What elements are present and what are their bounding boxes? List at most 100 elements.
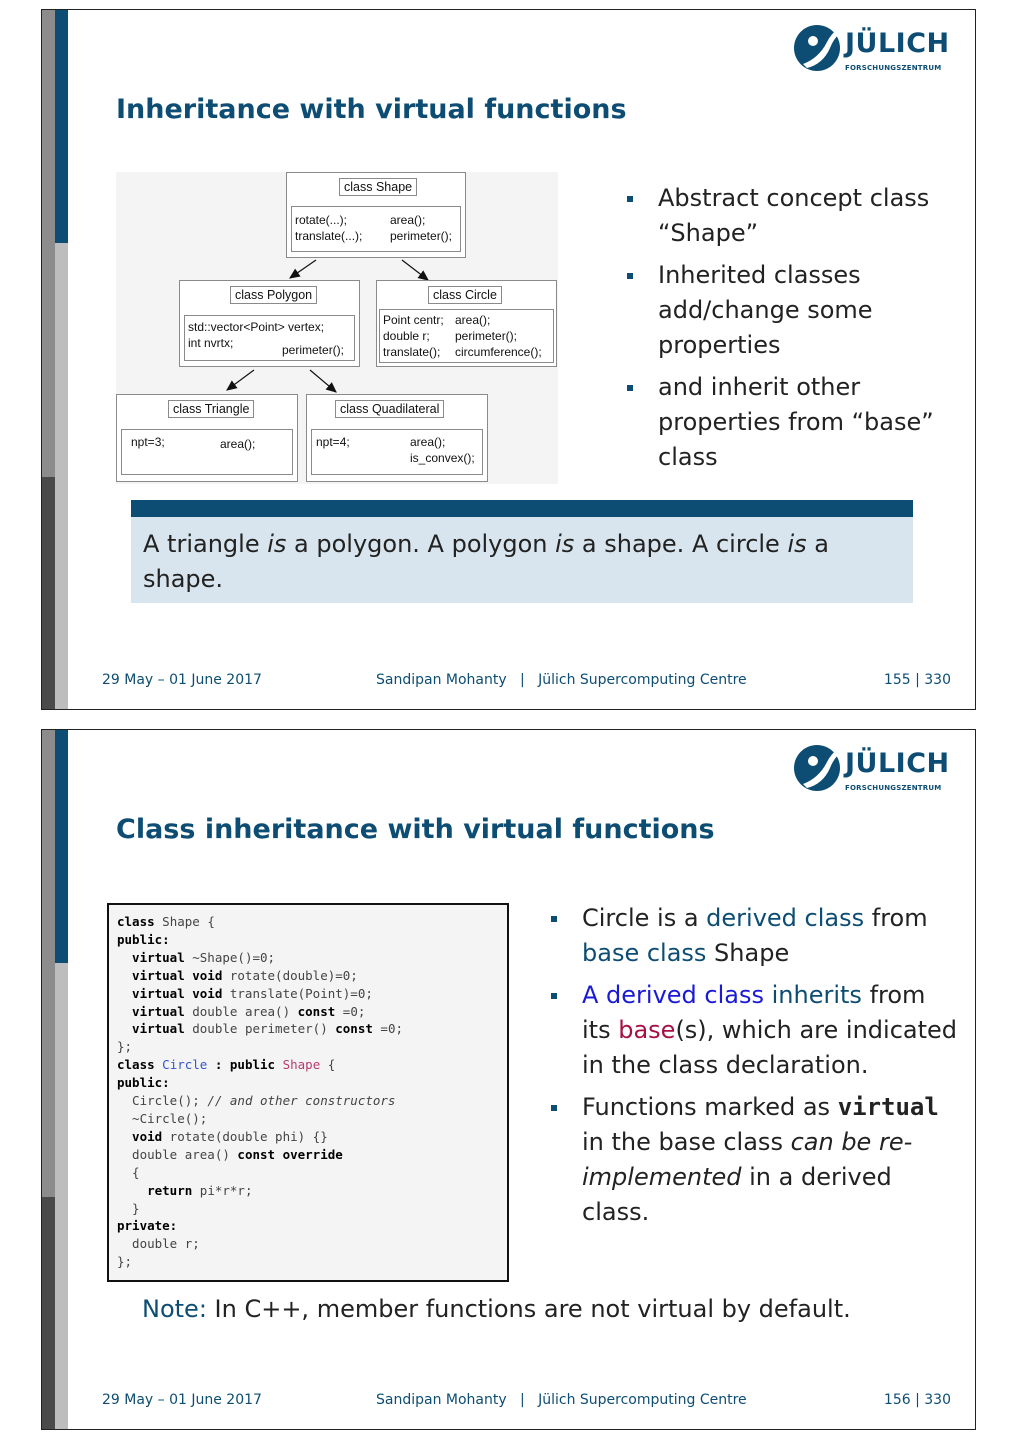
- shape-class-name: class Shape: [339, 178, 418, 196]
- circle-member: Point centr;: [383, 313, 444, 327]
- code-line: virtual void translate(Point)=0;: [117, 985, 373, 1001]
- code-line: return pi*r*r;: [117, 1182, 253, 1198]
- bullet-marker: [551, 993, 557, 999]
- logo-subtitle: FORSCHUNGSZENTRUM: [845, 784, 942, 792]
- footer-page-number: 155 | 330: [883, 672, 951, 688]
- code-line: class Shape {: [117, 914, 215, 929]
- quadrilateral-box: class Quadilateral npt=4; area(); is_con…: [306, 394, 488, 482]
- bullet-item: Abstract concept class “Shape”: [627, 181, 957, 251]
- polygon-member: perimeter();: [282, 343, 345, 357]
- arrow-polygon-quad: [309, 369, 337, 393]
- logo-wordmark: JÜLICH: [845, 28, 950, 59]
- code-line: };: [117, 1039, 133, 1055]
- julich-logo-icon: [794, 25, 840, 71]
- footer-date: 29 May – 01 June 2017: [102, 1392, 262, 1408]
- code-line: public:: [117, 931, 170, 947]
- slide-156: JÜLICH FORSCHUNGSZENTRUM Class inheritan…: [41, 729, 976, 1430]
- polygon-member: int nvrtx;: [188, 336, 234, 350]
- code-line: virtual double perimeter() const =0;: [117, 1021, 403, 1037]
- quadrilateral-member: npt=4;: [316, 435, 350, 449]
- code-line: virtual ~Shape()=0;: [117, 949, 276, 965]
- code-line: }: [117, 1200, 140, 1216]
- footer-date: 29 May – 01 June 2017: [102, 672, 262, 688]
- circle-class-name: class Circle: [428, 286, 502, 304]
- quadrilateral-member: area();: [410, 435, 446, 449]
- bullet-item: Functions marked as virtual in the base …: [551, 1090, 961, 1230]
- shape-member: perimeter();: [390, 229, 453, 243]
- slide-title: Inheritance with virtual functions: [116, 94, 627, 125]
- code-line: };: [117, 1254, 133, 1270]
- block-body: A triangle is a polygon. A polygon is a …: [131, 517, 913, 603]
- note-text: Note: In C++, member functions are not v…: [142, 1295, 851, 1323]
- shape-member: translate(...);: [295, 229, 363, 243]
- bullet-item: Circle is a derived class from base clas…: [551, 901, 961, 971]
- bullet-item: and inherit other properties from “base”…: [627, 370, 957, 475]
- slide-155: JÜLICH FORSCHUNGSZENTRUM Inheritance wit…: [41, 9, 976, 710]
- code-line: Circle(); // and other constructors: [117, 1093, 396, 1109]
- inheritance-arrows: [226, 259, 429, 393]
- bullet-text: and inherit other properties from “base”…: [658, 373, 934, 471]
- bullet-marker: [551, 1105, 557, 1111]
- sidebar-stripes: [42, 10, 68, 709]
- bullet-text: Abstract concept class “Shape”: [658, 184, 930, 247]
- triangle-member: area();: [220, 437, 256, 451]
- circle-member: circumference();: [455, 345, 542, 359]
- class-hierarchy-diagram: class Shape rotate(...); translate(...);…: [116, 172, 558, 484]
- circle-box: class Circle Point centr; double r; tran…: [376, 280, 557, 367]
- logo-subtitle: FORSCHUNGSZENTRUM: [845, 64, 942, 72]
- arrow-shape-polygon: [289, 259, 317, 279]
- shape-members: rotate(...); translate(...); area(); per…: [291, 206, 461, 252]
- bullet-item: A derived class inherits from its base(s…: [551, 978, 961, 1083]
- triangle-members: npt=3; area();: [121, 429, 293, 475]
- code-line: double r;: [117, 1236, 200, 1252]
- circle-members: Point centr; double r; translate(); area…: [379, 309, 554, 363]
- bullet-item: Inherited classes add/change some proper…: [627, 258, 957, 363]
- code-line: virtual void rotate(double)=0;: [117, 967, 358, 983]
- bullet-marker: [551, 916, 557, 922]
- triangle-box: class Triangle npt=3; area();: [116, 394, 298, 482]
- code-line: virtual double area() const =0;: [117, 1003, 366, 1019]
- bullet-list: Circle is a derived class from base clas…: [551, 901, 961, 1237]
- footer-author-org: Sandipan Mohanty | Jülich Supercomputing…: [376, 1392, 747, 1408]
- shape-member: rotate(...);: [295, 213, 348, 227]
- example-block: A triangle is a polygon. A polygon is a …: [131, 500, 913, 603]
- arrow-polygon-triangle: [226, 369, 255, 391]
- julich-logo: JÜLICH FORSCHUNGSZENTRUM: [793, 22, 953, 78]
- code-line: class Circle : public Shape {: [117, 1057, 336, 1073]
- sidebar-stripes: [42, 730, 68, 1429]
- julich-logo: JÜLICH FORSCHUNGSZENTRUM: [793, 742, 953, 798]
- code-line: private:: [117, 1218, 178, 1234]
- arrow-shape-circle: [401, 259, 429, 281]
- triangle-member: npt=3;: [131, 435, 165, 449]
- circle-member: translate();: [383, 345, 441, 359]
- bullet-marker: [627, 196, 633, 202]
- circle-member: area();: [455, 313, 491, 327]
- code-line: void rotate(double phi) {}: [117, 1128, 328, 1144]
- polygon-box: class Polygon std::vector<Point> vertex;…: [179, 280, 360, 367]
- logo-wordmark: JÜLICH: [845, 748, 950, 779]
- code-line: {: [117, 1164, 140, 1180]
- polygon-members: std::vector<Point> vertex; int nvrtx; pe…: [184, 315, 355, 361]
- footer-page-number: 156 | 330: [883, 1392, 951, 1408]
- bullet-marker: [627, 385, 633, 391]
- footer-author-org: Sandipan Mohanty | Jülich Supercomputing…: [376, 672, 747, 688]
- triangle-class-name: class Triangle: [168, 400, 255, 418]
- circle-member: perimeter();: [455, 329, 518, 343]
- quadrilateral-class-name: class Quadilateral: [335, 400, 445, 418]
- code-line: public:: [117, 1075, 170, 1091]
- slide-title: Class inheritance with virtual functions: [116, 814, 715, 845]
- circle-member: double r;: [383, 329, 430, 343]
- code-listing: class Shape { public: virtual ~Shape()=0…: [107, 903, 509, 1282]
- quadrilateral-member: is_convex();: [410, 451, 475, 465]
- bullet-text: Inherited classes add/change some proper…: [658, 261, 873, 359]
- bullet-marker: [627, 273, 633, 279]
- polygon-class-name: class Polygon: [230, 286, 318, 304]
- code-line: ~Circle();: [117, 1110, 208, 1126]
- quadrilateral-members: npt=4; area(); is_convex();: [311, 429, 483, 475]
- code-line: double area() const override: [117, 1146, 343, 1162]
- julich-logo-icon: [794, 745, 840, 791]
- polygon-member: std::vector<Point> vertex;: [188, 320, 325, 334]
- bullet-list: Abstract concept class “Shape” Inherited…: [627, 181, 957, 482]
- shape-box: class Shape rotate(...); translate(...);…: [286, 172, 466, 258]
- block-header: [131, 500, 913, 517]
